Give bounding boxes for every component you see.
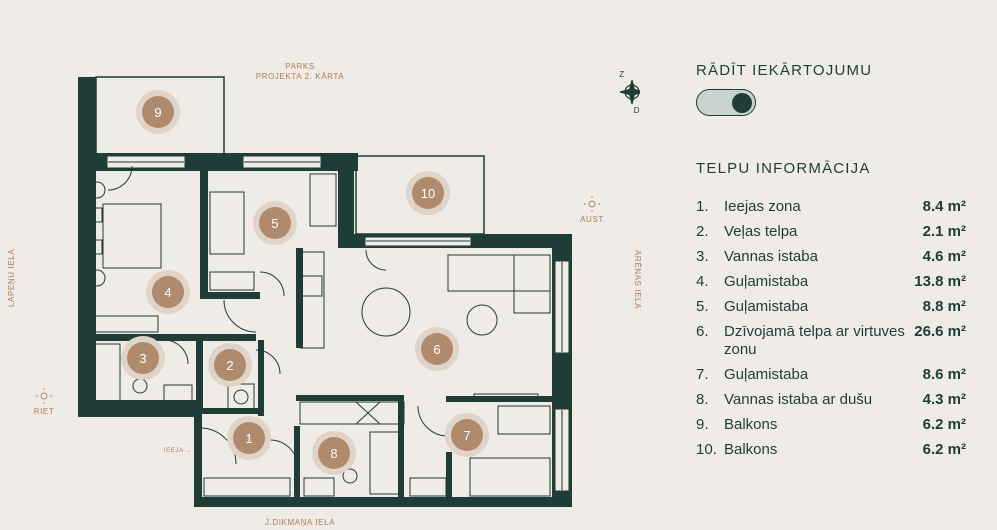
sun-icon [36,196,600,404]
room-area: 8.4 m² [922,198,966,215]
room-badge-3[interactable]: 3 [121,336,165,380]
room-num: 10. [696,441,717,458]
room-name: Vannas istaba [724,248,818,265]
room-num: 2. [696,223,709,240]
room-name: Vannas istaba ar dušu [724,391,873,408]
room-number: 3 [127,342,159,374]
room-number: 2 [214,349,246,381]
room-row-5: 5. Guļamistaba 8.8 m² [696,298,966,316]
room-num: 3. [696,248,709,265]
room-badge-9[interactable]: 9 [136,90,180,134]
room-badge-10[interactable]: 10 [406,171,450,215]
room-name: Balkons [724,416,778,433]
room-name: Veļas telpa [724,223,798,240]
room-num: 7. [696,366,709,383]
room-num: 6. [696,323,709,340]
room-list: 1. Ieejas zona 8.4 m² 2. Veļas telpa 2.1… [696,198,966,466]
compass-north-label: Z [619,70,625,79]
street-label-left: LAPEŅU IELA [7,248,16,308]
compass-icon [619,79,640,105]
street-label-top: PARKS PROJEKTA 2. KĀRTA [250,62,350,82]
room-badge-7[interactable]: 7 [445,413,489,457]
room-name: Balkons [724,441,778,458]
room-number: 6 [421,333,453,365]
room-area: 4.6 m² [922,248,966,265]
room-number: 5 [259,207,291,239]
room-name: Ieejas zona [724,198,801,215]
room-badge-1[interactable]: 1 [227,416,271,460]
room-number: 4 [152,276,184,308]
room-row-4: 4. Guļamistaba 13.8 m² [696,273,966,291]
compass-east-label: AUST [580,215,604,224]
room-area: 4.3 m² [922,391,966,408]
room-area: 6.2 m² [922,441,966,458]
street-top-line2: PROJEKTA 2. KĀRTA [255,72,345,81]
room-row-9: 9. Balkons 6.2 m² [696,416,966,434]
room-name: Guļamistaba [724,366,809,383]
room-badge-6[interactable]: 6 [415,327,459,371]
room-row-1: 1. Ieejas zona 8.4 m² [696,198,966,216]
room-badge-2[interactable]: 2 [208,343,252,387]
compass-west-label: RIET [33,407,55,416]
entrance-label: IEEJA → [163,448,193,454]
room-name: Guļamistaba [724,298,809,315]
room-num: 8. [696,391,709,408]
room-area: 13.8 m² [914,273,966,290]
room-number: 8 [318,437,350,469]
room-area: 6.2 m² [922,416,966,433]
room-num: 4. [696,273,709,290]
room-area: 26.6 m² [914,323,966,340]
room-name: Guļamistaba [724,273,809,290]
room-badge-4[interactable]: 4 [146,270,190,314]
street-label-right: ARĒNAS IELA [633,250,642,310]
room-row-7: 7. Guļamistaba 8.6 m² [696,366,966,384]
street-top-line1: PARKS [285,62,315,71]
furniture-toggle[interactable] [696,89,756,116]
room-badge-5[interactable]: 5 [253,201,297,245]
room-number: 1 [233,422,265,454]
toggle-knob[interactable] [732,92,752,113]
street-label-bottom: J.DIKMAŅA IELA [264,518,336,527]
room-area: 2.1 m² [922,223,966,240]
room-badge-8[interactable]: 8 [312,431,356,475]
floor-plan: PARKS PROJEKTA 2. KĀRTA LAPEŅU IELA ARĒN… [7,62,642,527]
room-name: Dzīvojamā telpa ar virtuves zonu [724,323,905,358]
room-row-6: 6. Dzīvojamā telpa ar virtuves zonu 26.6… [696,323,966,359]
room-row-3: 3. Vannas istaba 4.6 m² [696,248,966,266]
compass-south-label: D [633,106,641,115]
room-num: 5. [696,298,709,315]
room-number: 10 [412,177,444,209]
room-num: 9. [696,416,709,433]
room-row-8: 8. Vannas istaba ar dušu 4.3 m² [696,391,966,409]
room-area: 8.6 m² [922,366,966,383]
room-area: 8.8 m² [922,298,966,315]
room-num: 1. [696,198,709,215]
room-row-2: 2. Veļas telpa 2.1 m² [696,223,966,241]
toggle-label: RĀDĪT IEKĀRTOJUMU [696,62,873,79]
room-number: 7 [451,419,483,451]
room-row-10: 10. Balkons 6.2 m² [696,441,966,459]
room-info-title: TELPU INFORMĀCIJA [696,160,871,177]
room-number: 9 [142,96,174,128]
